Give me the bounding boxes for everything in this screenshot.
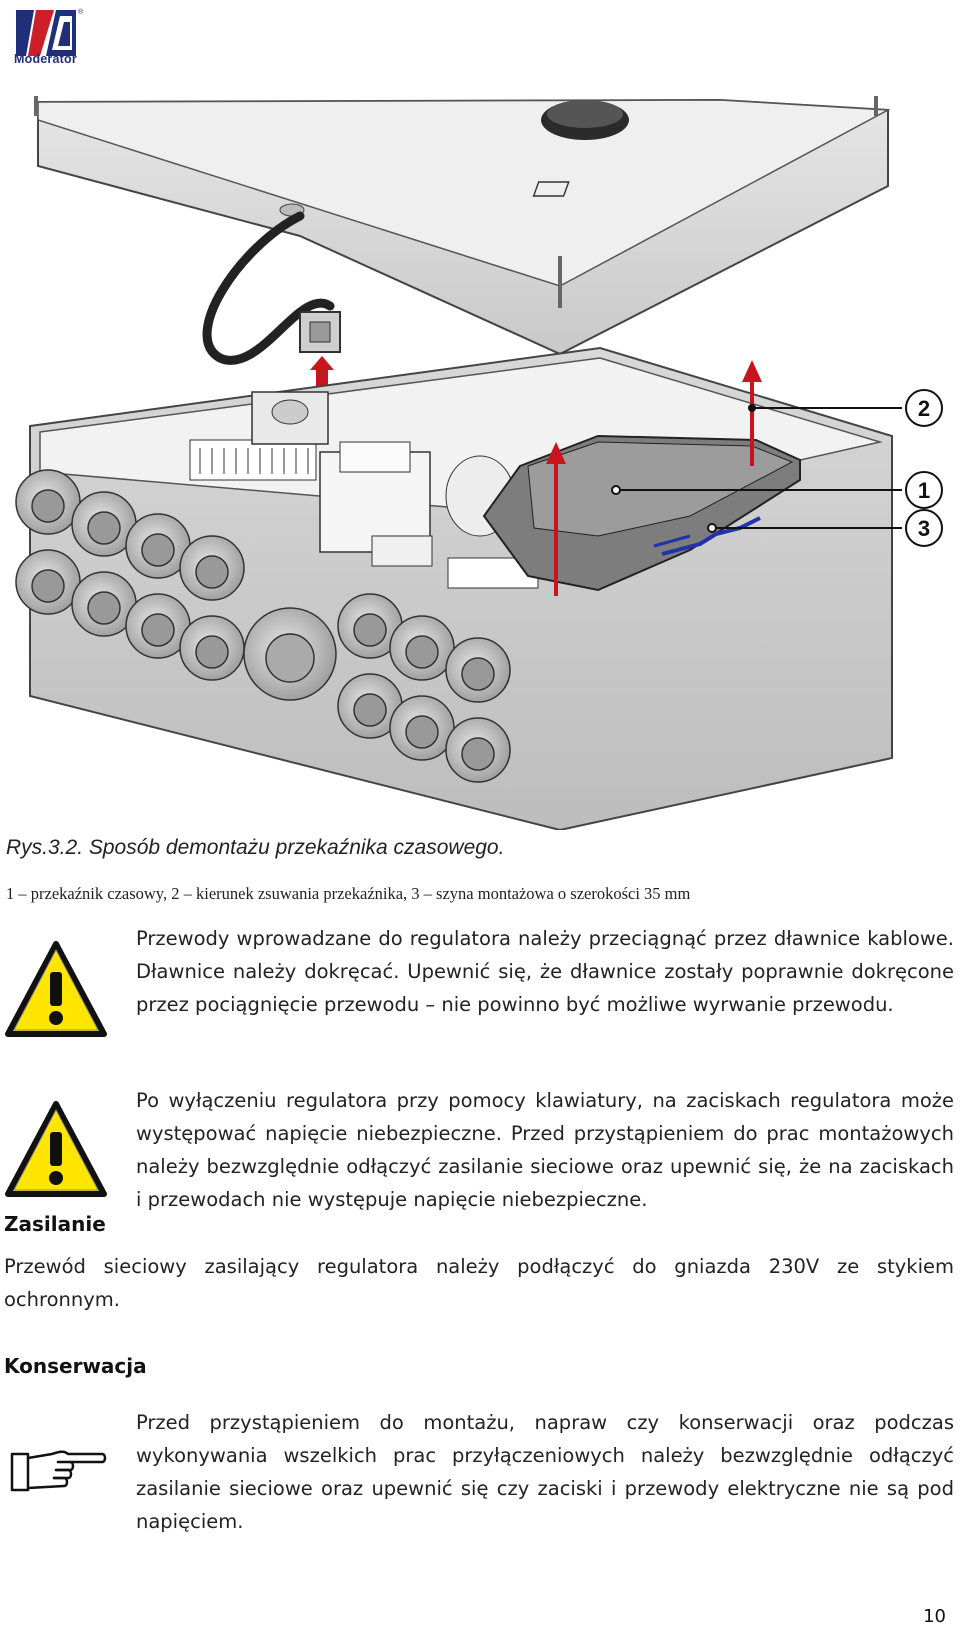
pointing-hand-icon bbox=[10, 1450, 107, 1492]
power-text: Przewód sieciowy zasilający regulatora n… bbox=[4, 1255, 954, 1311]
relay-removal-figure: 2 1 3 bbox=[15, 96, 943, 830]
maintenance-text: Przed przystąpieniem do montażu, napraw … bbox=[136, 1411, 954, 1533]
figure-legend: 1 – przekaźnik czasowy, 2 – kierunek zsu… bbox=[6, 884, 691, 903]
warning-triangle-icon bbox=[5, 1101, 107, 1197]
figure-caption: Rys.3.2. Sposób demontażu przekaźnika cz… bbox=[6, 836, 505, 859]
section-heading-maintenance: Konserwacja bbox=[4, 1354, 147, 1378]
callout-3 bbox=[905, 509, 943, 547]
registered-mark: ® bbox=[78, 8, 84, 16]
section-heading-power: Zasilanie bbox=[4, 1212, 106, 1236]
callout-2-label: 2 bbox=[918, 396, 930, 421]
callout-1 bbox=[905, 471, 943, 509]
moderator-logo: ® bbox=[16, 8, 84, 56]
warning-triangle-icon bbox=[5, 941, 107, 1037]
logo-text: Moderator bbox=[14, 52, 77, 66]
housing-lid bbox=[34, 96, 891, 356]
warning-text-2: Po wyłączeniu regulatora przy pomocy kla… bbox=[136, 1089, 954, 1211]
page-number: 10 bbox=[923, 1606, 946, 1627]
warning-text-1: Przewody wprowadzane do regulatora należ… bbox=[136, 927, 954, 1016]
callout-2 bbox=[905, 389, 943, 427]
cable-glands bbox=[15, 469, 511, 783]
callout-1-label: 1 bbox=[918, 478, 930, 503]
callout-3-label: 3 bbox=[918, 516, 930, 541]
